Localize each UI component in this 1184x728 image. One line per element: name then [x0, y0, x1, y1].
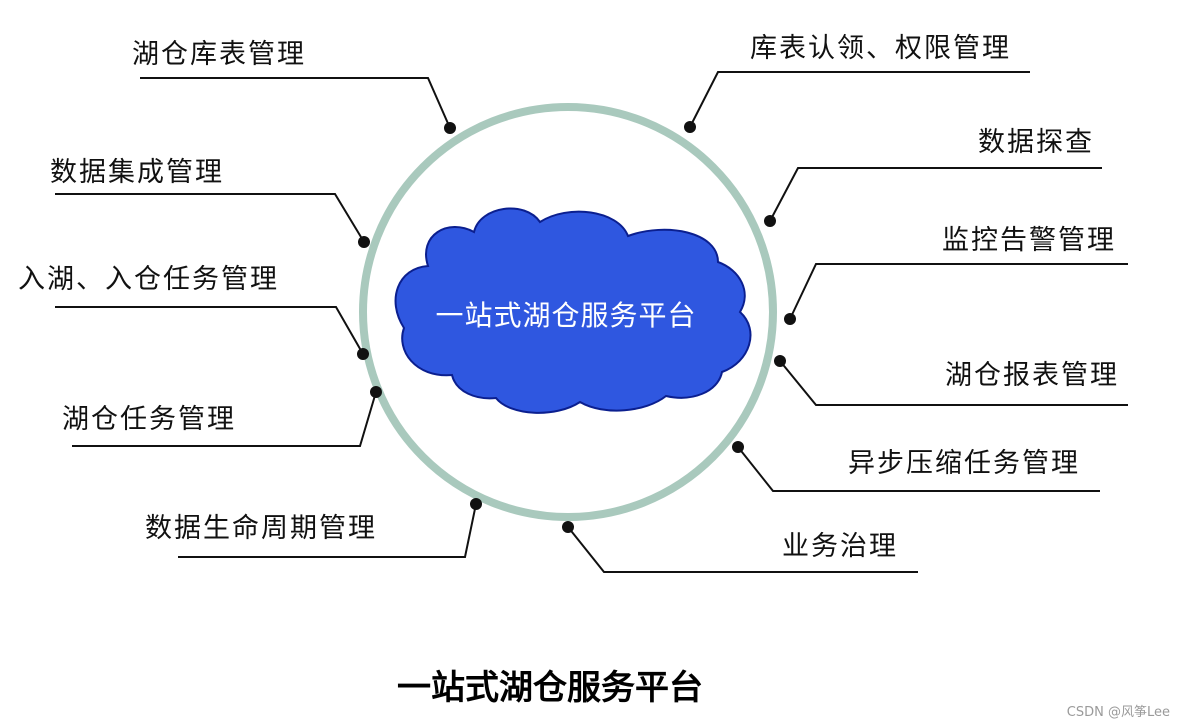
- left-callout-4: 湖仓任务管理: [62, 386, 382, 447]
- left-callout-5: 数据生命周期管理: [145, 498, 482, 558]
- feature-label-lakehouse-report-management: 湖仓报表管理: [945, 360, 1119, 391]
- leader-line: [140, 77, 451, 129]
- leader-line: [55, 306, 364, 355]
- leader-line: [55, 193, 365, 243]
- feature-label-data-exploration: 数据探查: [978, 127, 1094, 158]
- leader-line: [769, 167, 1102, 222]
- platform-ring: [359, 103, 777, 521]
- feature-label-async-compaction-task-management: 异步压缩任务管理: [848, 448, 1080, 479]
- cloud-shape: [394, 207, 752, 414]
- right-callout-2: 数据探查: [764, 127, 1102, 227]
- anchor-dot: [784, 313, 796, 325]
- left-callout-3: 入湖、入仓任务管理: [18, 264, 369, 360]
- left-callout-1: 湖仓库表管理: [132, 39, 456, 134]
- anchor-dot: [732, 441, 744, 453]
- left-callout-2: 数据集成管理: [50, 157, 370, 248]
- feature-label-business-governance: 业务治理: [782, 531, 898, 562]
- anchor-dot: [358, 236, 370, 248]
- anchor-dot: [684, 121, 696, 133]
- center-cloud: 一站式湖仓服务平台: [394, 207, 752, 414]
- right-callout-4: 湖仓报表管理: [774, 355, 1128, 406]
- anchor-dot: [470, 498, 482, 510]
- anchor-dot: [562, 521, 574, 533]
- anchor-dot: [764, 215, 776, 227]
- leader-line: [779, 360, 1128, 406]
- leader-line: [789, 263, 1128, 320]
- right-callout-6: 业务治理: [562, 521, 918, 573]
- right-callout-1: 库表认领、权限管理: [684, 33, 1030, 133]
- leader-line: [689, 71, 1030, 128]
- watermark: CSDN @风筝Lee: [1066, 705, 1170, 720]
- feature-label-ingestion-task-management: 入湖、入仓任务管理: [18, 264, 279, 295]
- leader-line: [178, 503, 477, 558]
- anchor-dot: [357, 348, 369, 360]
- anchor-dot: [370, 386, 382, 398]
- feature-label-lakehouse-task-management: 湖仓任务管理: [62, 404, 236, 435]
- anchor-dot: [444, 122, 456, 134]
- anchor-dot: [774, 355, 786, 367]
- feature-label-data-lifecycle-management: 数据生命周期管理: [145, 513, 377, 544]
- right-callout-5: 异步压缩任务管理: [732, 441, 1100, 492]
- center-label: 一站式湖仓服务平台: [435, 299, 696, 332]
- feature-label-lakehouse-table-management: 湖仓库表管理: [132, 39, 306, 70]
- feature-label-data-integration-management: 数据集成管理: [50, 157, 224, 188]
- feature-label-monitoring-alert-management: 监控告警管理: [942, 225, 1116, 256]
- feature-label-table-claim-permission-management: 库表认领、权限管理: [750, 33, 1011, 64]
- diagram-caption: 一站式湖仓服务平台: [397, 668, 703, 708]
- leader-line: [567, 526, 918, 573]
- leader-line: [72, 391, 377, 447]
- leader-line: [737, 446, 1100, 492]
- right-callout-3: 监控告警管理: [784, 225, 1128, 325]
